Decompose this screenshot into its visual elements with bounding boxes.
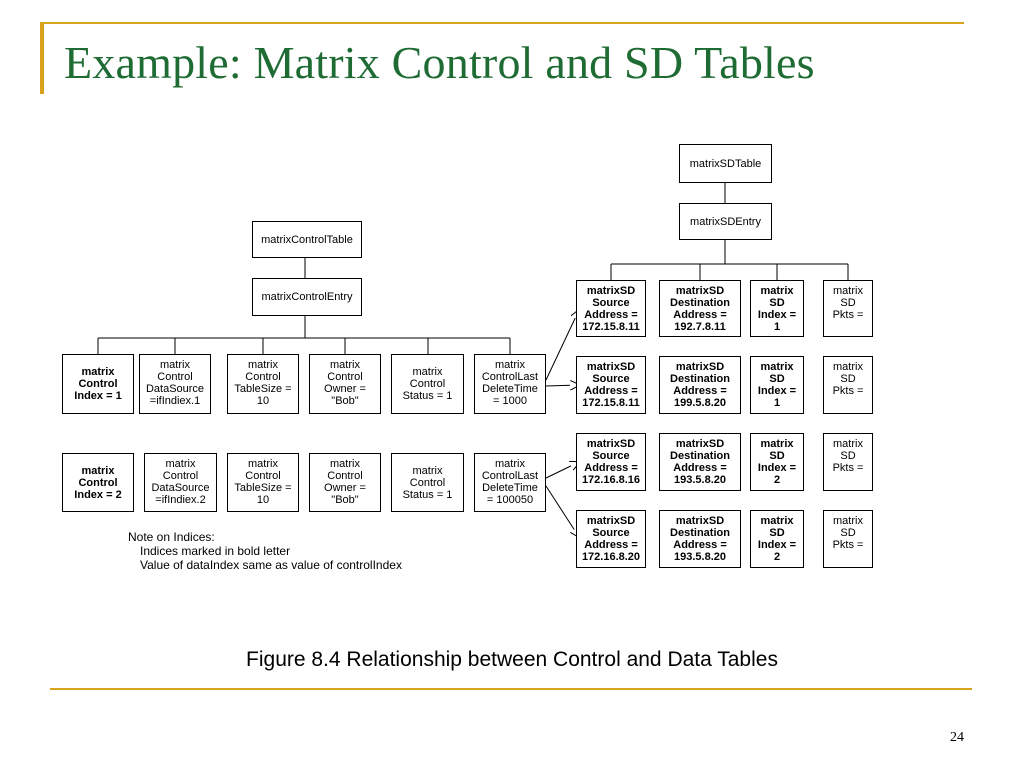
- matrix-sd-table-box: matrixSDTable: [679, 144, 772, 183]
- control-owner-2-box: matrix Control Owner = "Bob": [309, 453, 381, 512]
- control-index-1-box: matrix Control Index = 1: [62, 354, 134, 414]
- note-line-2: Value of dataIndex same as value of cont…: [140, 558, 402, 572]
- sd-index-2-box: matrix SD Index = 1: [750, 356, 804, 414]
- sd-pkts-3-box: matrix SD Pkts =: [823, 433, 873, 491]
- title-top-rule: [40, 22, 964, 24]
- arrow-row1-sd2: [545, 385, 579, 386]
- sd-index-1-box: matrix SD Index = 1: [750, 280, 804, 337]
- sd-destination-2-box: matrixSD Destination Address = 199.5.8.2…: [659, 356, 741, 414]
- sd-pkts-2-box: matrix SD Pkts =: [823, 356, 873, 414]
- note-line-1: Indices marked in bold letter: [140, 544, 291, 558]
- control-deletetime-2-box: matrix ControlLast DeleteTime = 100050: [474, 453, 546, 512]
- sd-source-2-box: matrixSD Source Address = 172.15.8.11: [576, 356, 646, 414]
- control-tablesize-1-box: matrix Control TableSize = 10: [227, 354, 299, 414]
- sd-source-3-box: matrixSD Source Address = 172.16.8.16: [576, 433, 646, 491]
- control-tablesize-2-box: matrix Control TableSize = 10: [227, 453, 299, 512]
- control-index-2-box: matrix Control Index = 2: [62, 453, 134, 512]
- control-status-1-box: matrix Control Status = 1: [391, 354, 464, 414]
- matrix-control-table-box: matrixControlTable: [252, 221, 362, 258]
- sd-destination-4-box: matrixSD Destination Address = 193.5.8.2…: [659, 510, 741, 568]
- matrix-sd-entry-box: matrixSDEntry: [679, 203, 772, 240]
- sd-source-1-box: matrixSD Source Address = 172.15.8.11: [576, 280, 646, 337]
- bottom-rule: [50, 688, 972, 690]
- figure-caption: Figure 8.4 Relationship between Control …: [246, 648, 778, 671]
- control-datasource-1-box: matrix Control DataSource =ifIndiex.1: [139, 354, 211, 414]
- control-status-2-box: matrix Control Status = 1: [391, 453, 464, 512]
- title-left-bar: [40, 22, 44, 94]
- arrow-row2-sd3: [545, 462, 579, 479]
- control-deletetime-1-box: matrix ControlLast DeleteTime = 1000: [474, 354, 546, 414]
- arrow-row2-sd4: [545, 485, 579, 537]
- control-owner-1-box: matrix Control Owner = "Bob": [309, 354, 381, 414]
- control-datasource-2-box: matrix Control DataSource =ifIndiex.2: [144, 453, 217, 512]
- sd-index-3-box: matrix SD Index = 2: [750, 433, 804, 491]
- arrow-row1-sd1: [545, 310, 579, 381]
- page-number: 24: [950, 730, 964, 745]
- sd-pkts-4-box: matrix SD Pkts =: [823, 510, 873, 568]
- sd-destination-3-box: matrixSD Destination Address = 193.5.8.2…: [659, 433, 741, 491]
- sd-source-4-box: matrixSD Source Address = 172.16.8.20: [576, 510, 646, 568]
- indices-note: Note on Indices: Indices marked in bold …: [128, 530, 402, 572]
- diagram: matrixControlTable matrixControlEntry ma…: [62, 144, 873, 640]
- note-heading: Note on Indices:: [128, 530, 215, 544]
- connector-lines: [97, 183, 849, 640]
- sd-pkts-1-box: matrix SD Pkts =: [823, 280, 873, 337]
- slide-title: Example: Matrix Control and SD Tables: [64, 37, 815, 88]
- matrix-control-entry-box: matrixControlEntry: [252, 278, 362, 316]
- sd-index-4-box: matrix SD Index = 2: [750, 510, 804, 568]
- sd-destination-1-box: matrixSD Destination Address = 192.7.8.1…: [659, 280, 741, 337]
